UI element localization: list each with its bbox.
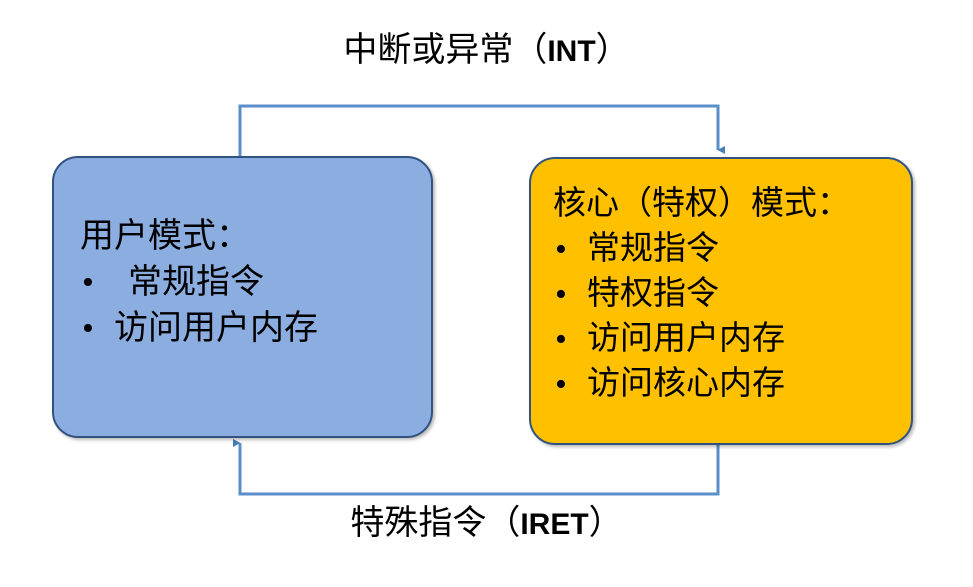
list-item-label: 常规指令 (587, 231, 719, 267)
bullet-dot-icon: • (555, 366, 567, 403)
list-item-label: 访问用户内存 (587, 321, 785, 357)
list-item: • 特权指令 (553, 272, 911, 317)
node-kernel-mode-content: 核心（特权）模式： • 常规指令 • 特权指令 • 访问用户内存 • 访问核心内… (531, 181, 911, 407)
list-item: • 访问核心内存 (553, 362, 911, 407)
list-item-label: 访问核心内存 (587, 366, 785, 402)
node-user-mode-title: 用户模式： (80, 218, 250, 255)
list-item-label: 常规指令 (128, 264, 264, 301)
node-user-mode-bullets: • 常规指令 • 访问用户内存 (80, 260, 431, 352)
edge-label-int-cjk: 中断或异常（ (343, 32, 548, 69)
list-item: • 常规指令 (80, 260, 431, 306)
list-item: • 访问用户内存 (553, 317, 911, 362)
edge-label-int-latin: INT (547, 35, 596, 68)
edge-label-int-close: ） (595, 32, 630, 69)
edge-label-iret-close: ） (588, 505, 623, 542)
node-kernel-mode: 核心（特权）模式： • 常规指令 • 特权指令 • 访问用户内存 • 访问核心内… (529, 157, 913, 445)
node-kernel-mode-bullets: • 常规指令 • 特权指令 • 访问用户内存 • 访问核心内存 (553, 227, 911, 407)
connector-int-arrow (238, 104, 725, 157)
node-kernel-mode-title: 核心（特权）模式： (553, 186, 850, 222)
bullet-dot-icon: • (555, 276, 567, 313)
connector-iret-arrow (233, 439, 720, 496)
list-item-label: 特权指令 (587, 276, 719, 312)
node-user-mode-content: 用户模式： • 常规指令 • 访问用户内存 (54, 214, 431, 352)
edge-label-int: 中断或异常（INT） (0, 31, 973, 72)
bullet-dot-icon: • (555, 231, 567, 268)
bullet-dot-icon: • (555, 321, 567, 358)
bullet-dot-icon: • (82, 264, 94, 301)
list-item: • 访问用户内存 (80, 306, 431, 352)
list-item-label: 访问用户内存 (114, 310, 318, 347)
edge-label-iret-latin: IRET (520, 508, 589, 541)
edge-label-iret-cjk: 特殊指令（ (350, 505, 521, 542)
bullet-dot-icon: • (82, 310, 94, 347)
edge-label-iret: 特殊指令（IRET） (0, 504, 973, 545)
node-user-mode: 用户模式： • 常规指令 • 访问用户内存 (52, 156, 433, 438)
list-item: • 常规指令 (553, 227, 911, 272)
